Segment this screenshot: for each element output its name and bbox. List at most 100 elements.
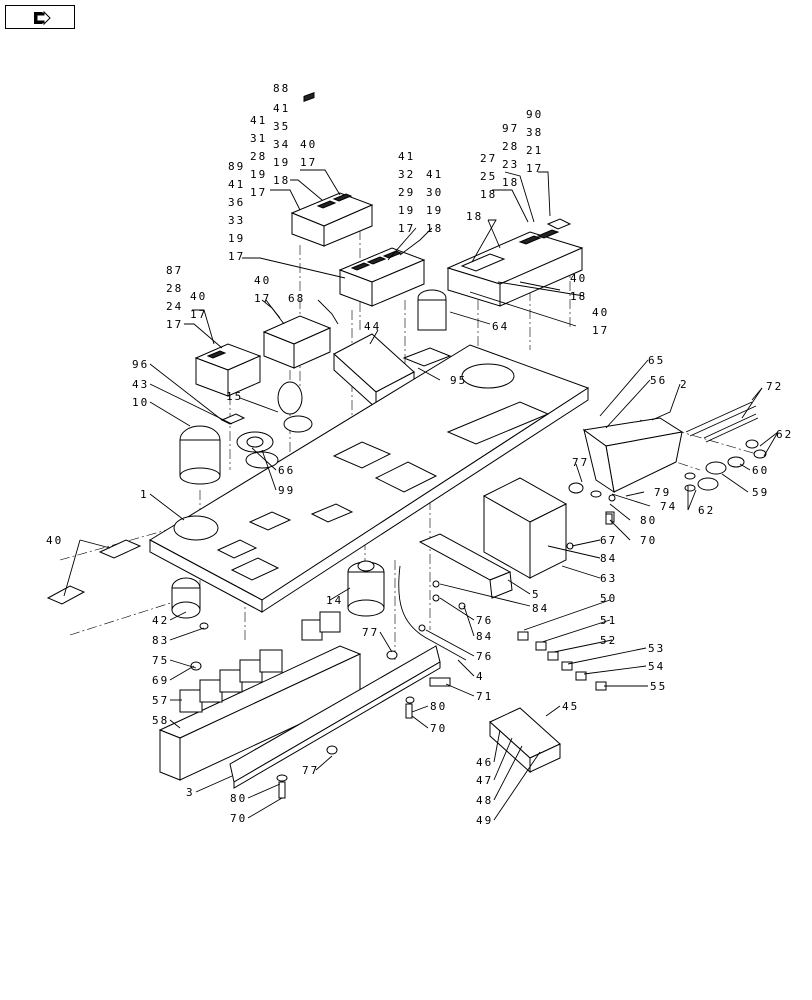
label-52: 52 <box>600 634 617 647</box>
fuses-50-55 <box>517 631 607 691</box>
label-68: 68 <box>288 292 305 305</box>
bracket-5 <box>418 533 513 599</box>
nav-button[interactable] <box>5 5 75 29</box>
arrow-right-icon <box>34 10 51 26</box>
label-66: 66 <box>278 464 295 477</box>
label-40a: 40 <box>570 272 587 285</box>
label-51: 51 <box>600 614 617 627</box>
label-53: 53 <box>648 642 665 655</box>
label-80c: 80 <box>230 792 247 805</box>
label-70b: 70 <box>430 722 447 735</box>
ring-99 <box>236 431 274 453</box>
rods-72 <box>685 401 759 443</box>
label-58: 58 <box>152 714 169 727</box>
label-40b: 40 <box>592 306 609 319</box>
rail-3 <box>229 645 441 789</box>
label-70c: 70 <box>230 812 247 825</box>
ecu-63 <box>482 477 568 579</box>
gauge-10 <box>179 425 221 485</box>
label-59: 59 <box>752 486 769 499</box>
label-95: 95 <box>450 374 467 387</box>
switch-64 <box>402 289 452 367</box>
switch-group-3 <box>446 218 584 307</box>
label-77c: 77 <box>302 764 319 777</box>
label-40c: 40 <box>46 534 63 547</box>
label-62a: 62 <box>776 428 793 441</box>
label-17b: 17 <box>592 324 609 337</box>
label-55: 55 <box>650 680 667 693</box>
label-14: 14 <box>326 594 343 607</box>
label-75: 75 <box>152 654 169 667</box>
label-96: 96 <box>132 358 149 371</box>
switch-group-2 <box>338 247 426 307</box>
bracket-2 <box>582 417 684 494</box>
connector-42 <box>171 577 201 619</box>
label-77a: 77 <box>572 456 589 469</box>
label-45: 45 <box>562 700 579 713</box>
bolts <box>418 513 613 632</box>
label-42: 42 <box>152 614 169 627</box>
label-56: 56 <box>650 374 667 387</box>
label-10: 10 <box>132 396 149 409</box>
label-54: 54 <box>648 660 665 673</box>
label-64: 64 <box>492 320 509 333</box>
label-stack-c12: 40 17 <box>254 274 280 305</box>
label-stack-c1: 88 41 35 34 19 18 <box>273 82 299 187</box>
label-stack-c10: 87 28 24 17 <box>166 264 192 331</box>
leader-lines <box>63 169 779 821</box>
label-48: 48 <box>476 794 493 807</box>
fasteners-lower <box>190 622 451 799</box>
label-84b: 84 <box>532 602 549 615</box>
label-stack-c3: 40 17 <box>300 138 326 169</box>
label-3: 3 <box>186 786 195 799</box>
cable-4 <box>398 565 467 661</box>
label-72: 72 <box>766 380 783 393</box>
relays-57-58 <box>158 611 362 781</box>
label-5: 5 <box>532 588 541 601</box>
label-46: 46 <box>476 756 493 769</box>
label-18a: 18 <box>466 210 483 223</box>
label-2: 2 <box>680 378 689 391</box>
label-70a: 70 <box>640 534 657 547</box>
label-stack-c6: 41 30 19 18 <box>426 168 452 235</box>
label-49: 49 <box>476 814 493 827</box>
label-stack-c4: 89 41 36 33 19 17 <box>228 160 254 263</box>
label-67: 67 <box>600 534 617 547</box>
label-76b: 76 <box>476 650 493 663</box>
label-69: 69 <box>152 674 169 687</box>
label-stack-c9: 27 25 18 <box>480 152 506 201</box>
label-4: 4 <box>476 670 485 683</box>
label-stack-c7: 90 38 21 17 <box>526 108 552 175</box>
part-96 <box>220 413 246 425</box>
label-65: 65 <box>648 354 665 367</box>
label-63: 63 <box>600 572 617 585</box>
label-44: 44 <box>364 320 381 333</box>
label-77b: 77 <box>362 626 379 639</box>
switch-40-17 <box>262 315 332 369</box>
label-1: 1 <box>140 488 149 501</box>
label-stack-c11: 40 17 <box>190 290 216 321</box>
label-62b: 62 <box>698 504 715 517</box>
label-80b: 80 <box>430 700 447 713</box>
label-57: 57 <box>152 694 169 707</box>
label-83: 83 <box>152 634 169 647</box>
covers-40 <box>46 539 142 605</box>
label-76a: 76 <box>476 614 493 627</box>
washers-62 <box>684 439 767 492</box>
label-84c: 84 <box>476 630 493 643</box>
label-stack-c2: 41 31 28 19 17 <box>250 114 276 199</box>
label-60: 60 <box>752 464 769 477</box>
label-stack-c8: 97 28 23 18 <box>502 122 528 189</box>
reservoir-14 <box>347 560 385 617</box>
label-71: 71 <box>476 690 493 703</box>
label-84a: 84 <box>600 552 617 565</box>
label-18b: 18 <box>570 290 587 303</box>
label-74: 74 <box>660 500 677 513</box>
fuse-holder-45 <box>489 707 561 774</box>
label-15: 15 <box>226 390 243 403</box>
label-99: 99 <box>278 484 295 497</box>
switch-59 <box>697 456 745 491</box>
panel-1 <box>148 344 590 613</box>
label-79: 79 <box>654 486 671 499</box>
